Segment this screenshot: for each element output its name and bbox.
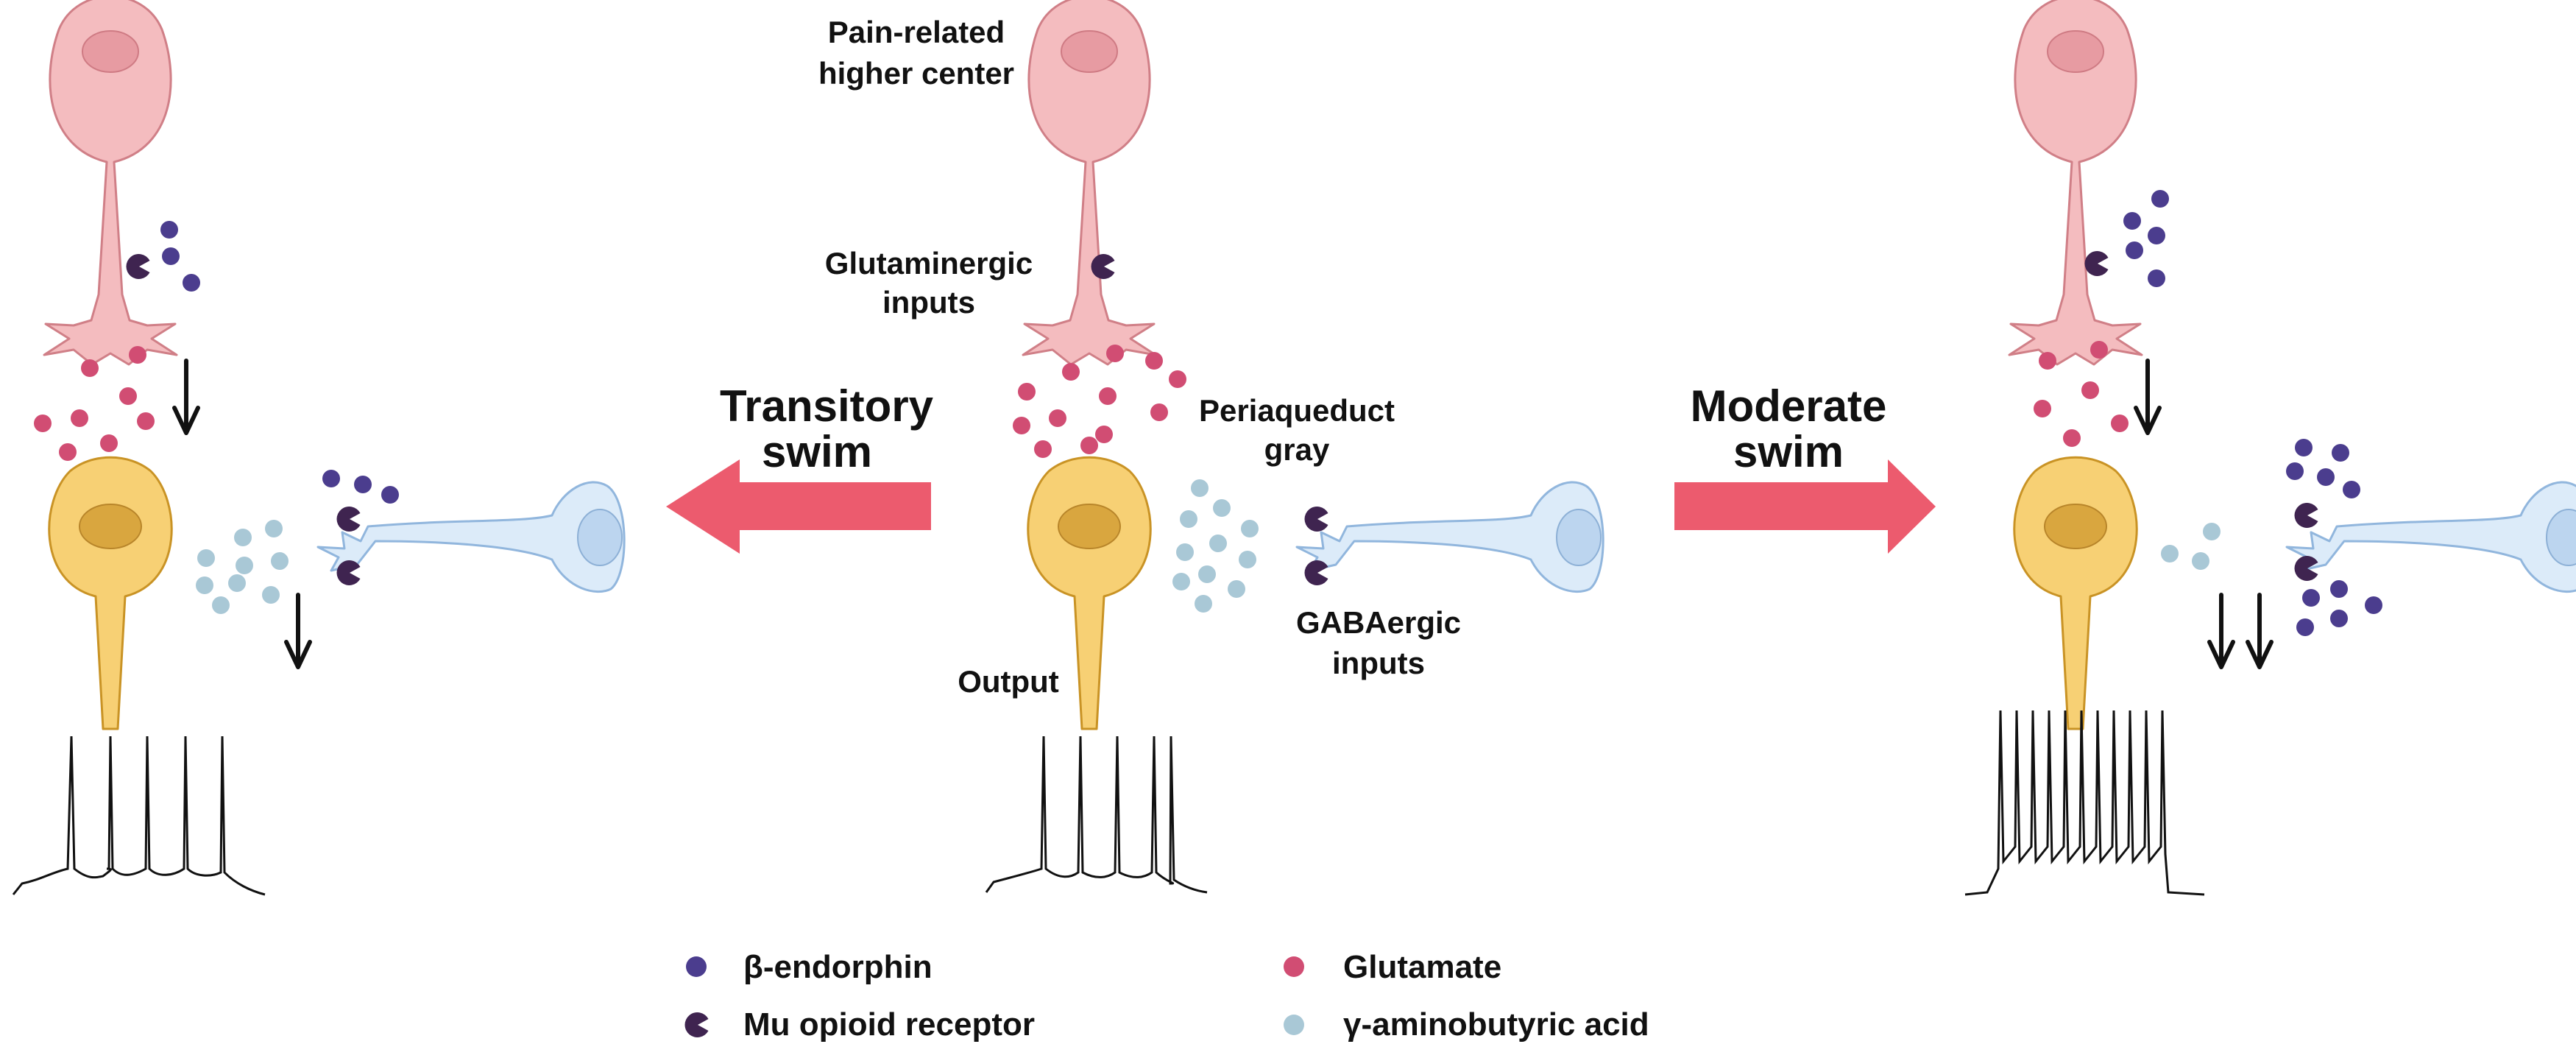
beta-endorphin-legend-dot <box>686 956 707 977</box>
mu-opioid-receptor-icon <box>336 507 361 532</box>
blue-neuron-icon <box>2285 481 2576 593</box>
down-arrow-icon <box>2248 595 2271 667</box>
gabaergic-label-line1: GABAergic <box>1296 605 1461 640</box>
pag-label-line2: gray <box>1264 432 1330 467</box>
glutaminergic-label-line1: Glutaminergic <box>825 246 1033 281</box>
pink-neuron-icon <box>1022 0 1157 366</box>
pink-neuron-icon <box>43 0 178 366</box>
action-potential-trace <box>1964 710 2205 896</box>
beta-endorphin-dot <box>322 470 340 487</box>
down-arrow-icon <box>174 361 198 433</box>
center-panel: Pain-related higher center Glutaminergic… <box>818 0 1604 894</box>
higher-center-label-line1: Pain-related <box>828 15 1005 49</box>
pag-label-line1: Periaqueduct <box>1199 393 1395 428</box>
legend-gaba: γ-aminobutyric acid <box>1343 1006 1649 1043</box>
mu-opioid-receptor-icon <box>1304 560 1328 585</box>
gaba-legend-dot <box>1284 1015 1304 1035</box>
mu-opioid-receptor-icon <box>684 1012 709 1037</box>
yellow-neuron-icon <box>2013 456 2138 730</box>
moderate-swim-arrow: Moderate swim <box>1674 381 1936 554</box>
mu-opioid-receptor-icon <box>1304 507 1328 532</box>
action-potential-trace <box>985 736 1208 894</box>
mu-opioid-receptor-icon <box>126 254 150 279</box>
glutamate-legend-dot <box>1284 956 1304 977</box>
down-arrow-icon <box>286 595 310 667</box>
blue-neuron-icon <box>316 481 626 593</box>
beta-endorphin-dot <box>354 476 372 493</box>
blue-neuron-icon <box>1295 481 1604 593</box>
yellow-neuron-icon <box>48 456 173 730</box>
glutamate-cluster <box>34 346 155 461</box>
output-label: Output <box>958 664 1059 699</box>
legend-beta-endorphin: β-endorphin <box>743 949 933 985</box>
gaba-cluster <box>196 520 289 614</box>
transitory-label-line2: swim <box>762 427 872 476</box>
beta-endorphin-dot <box>2151 190 2169 208</box>
gabaergic-label-line2: inputs <box>1332 646 1425 680</box>
gaba-cluster <box>2161 523 2221 570</box>
beta-endorphin-dot <box>2126 241 2143 259</box>
left-panel <box>12 0 626 896</box>
beta-endorphin-dot <box>2148 269 2165 287</box>
beta-endorphin-dot <box>2148 227 2165 244</box>
down-arrow-icon <box>2136 361 2159 433</box>
beta-endorphin-dot <box>183 274 200 292</box>
beta-endorphin-cluster <box>2286 439 2382 636</box>
glutamate-cluster <box>1013 345 1186 458</box>
transitory-label-line1: Transitory <box>720 381 934 431</box>
moderate-label-line2: swim <box>1733 427 1844 476</box>
gaba-cluster <box>1172 479 1259 613</box>
higher-center-label-line2: higher center <box>818 56 1014 91</box>
glutaminergic-label-line2: inputs <box>882 285 975 320</box>
beta-endorphin-dot <box>2123 212 2141 230</box>
legend: β-endorphin Mu opioid receptor Glutamate… <box>684 949 1649 1043</box>
action-potential-trace <box>12 736 266 896</box>
beta-endorphin-dot <box>160 221 178 239</box>
down-arrow-icon <box>2209 595 2233 667</box>
mu-opioid-receptor-icon <box>2294 503 2318 528</box>
beta-endorphin-dot <box>162 247 180 265</box>
moderate-label-line1: Moderate <box>1691 381 1887 431</box>
legend-mu-opioid-receptor: Mu opioid receptor <box>743 1006 1035 1043</box>
legend-glutamate: Glutamate <box>1343 949 1501 985</box>
pink-neuron-icon <box>2008 0 2143 366</box>
right-panel <box>1964 0 2576 896</box>
transitory-swim-arrow: Transitory swim <box>666 381 934 554</box>
mu-opioid-receptor-icon <box>2084 251 2109 276</box>
glutamate-cluster <box>2034 341 2129 447</box>
beta-endorphin-dot <box>381 486 399 504</box>
